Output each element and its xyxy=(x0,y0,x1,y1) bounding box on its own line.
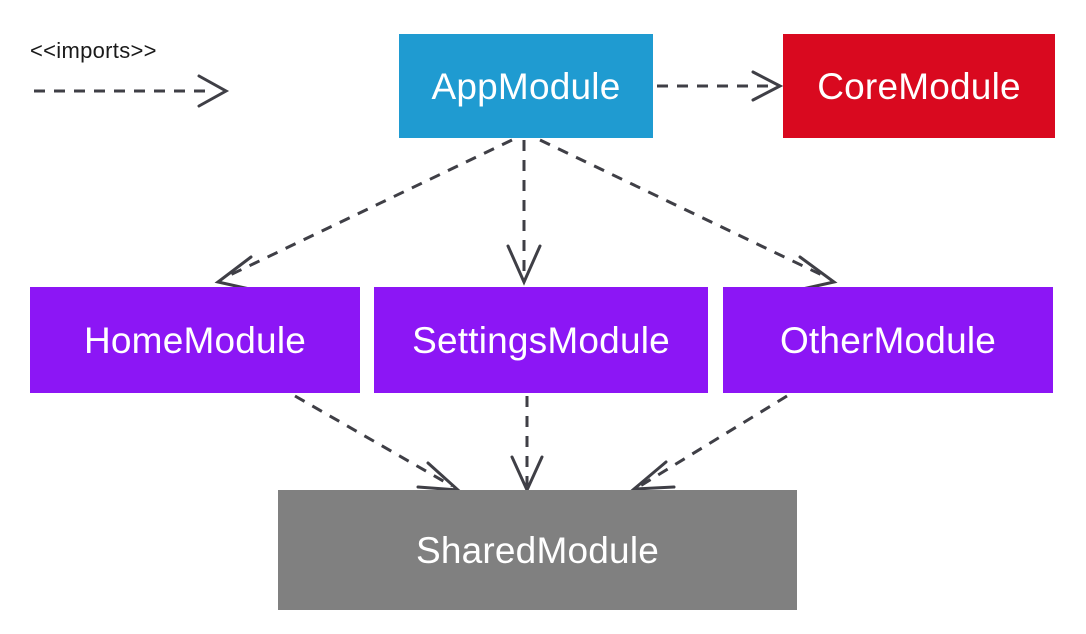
node-label: SharedModule xyxy=(415,529,660,571)
arrowhead-icon xyxy=(796,255,838,292)
edge-app-to-core xyxy=(657,70,784,102)
node-shared-module[interactable]: SharedModule xyxy=(278,490,797,610)
node-settings-module[interactable]: SettingsModule xyxy=(374,287,708,393)
arrowhead-icon xyxy=(214,255,256,292)
arrowhead-icon xyxy=(506,244,542,286)
edge-settings-to-shared xyxy=(510,396,544,494)
edge-app-to-settings xyxy=(506,140,542,286)
edge-line xyxy=(294,394,453,488)
legend-arrow-icon xyxy=(34,74,230,108)
arrowhead-icon xyxy=(751,70,784,102)
node-home-module[interactable]: HomeModule xyxy=(30,287,360,393)
node-label: HomeModule xyxy=(83,319,307,361)
edge-app-to-home xyxy=(214,138,513,292)
edge-line xyxy=(227,138,513,278)
node-core-module[interactable]: CoreModule xyxy=(783,34,1055,138)
arrowhead-icon xyxy=(510,455,544,494)
edge-other-to-shared xyxy=(629,394,788,491)
node-other-module[interactable]: OtherModule xyxy=(723,287,1053,393)
legend-label: <<imports>> xyxy=(30,38,157,63)
edge-home-to-shared xyxy=(294,394,463,492)
node-label: AppModule xyxy=(431,65,621,107)
arrowhead-icon xyxy=(629,460,676,491)
edge-app-to-other xyxy=(539,138,838,292)
node-label: SettingsModule xyxy=(412,319,670,361)
edge-line xyxy=(639,394,788,488)
node-label: CoreModule xyxy=(817,65,1021,107)
edge-line xyxy=(539,138,825,278)
arrowhead-icon xyxy=(416,461,463,492)
node-app-module[interactable]: AppModule xyxy=(399,34,653,138)
node-label: OtherModule xyxy=(779,319,997,361)
legend-arrowhead-icon xyxy=(197,74,230,108)
legend: <<imports>> xyxy=(30,38,230,108)
